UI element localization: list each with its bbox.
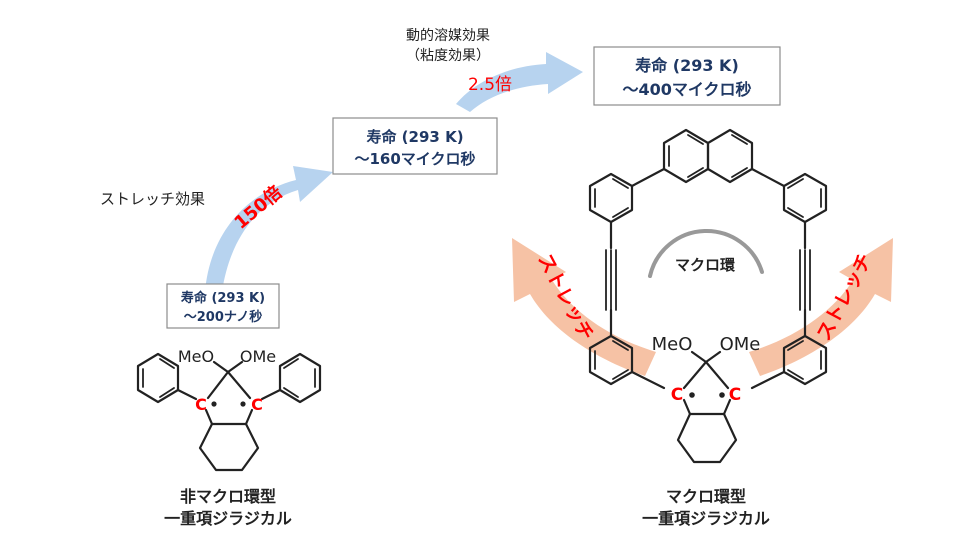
right-caption-line1: マクロ環型 [666,487,746,506]
lifetime-small-line1: 寿命 (293 K) [181,290,265,306]
dynamic-factor: 2.5倍 [468,75,512,95]
upper-right-phenyl [782,172,828,224]
stretch-factor: 150倍 [230,181,287,234]
left-ome-label: OMe [240,347,276,366]
lifetime-large-line1: 寿命 (293 K) [635,56,739,75]
right-molecule: MeO OMe C C [588,128,828,464]
left-radical-c2: C [251,395,263,414]
left-caption-line2: 一重項ジラジカル [164,509,292,528]
lifetime-small-line2: ～200ナノ秒 [184,309,263,325]
lifetime-large-line2: ～400マイクロ秒 [622,80,751,99]
right-radical-dot-2 [719,392,725,398]
macrocycle-label: マクロ環 [675,256,736,274]
lower-left-phenyl [588,334,634,386]
right-radical-c2: C [729,385,741,405]
lower-right-phenyl [782,334,828,386]
upper-left-phenyl [588,172,634,224]
left-radical-dot-2 [240,401,246,407]
lifetime-middle-line2: ～160マイクロ秒 [354,150,475,168]
lifetime-middle-line1: 寿命 (293 K) [366,128,463,146]
viscosity-effect-label: （粘度効果） [406,48,490,64]
left-radical-c1: C [195,395,207,414]
lifetime-box-large: 寿命 (293 K) ～400マイクロ秒 [593,46,781,106]
left-alkyne [605,220,617,338]
right-meo-label: MeO [652,334,693,355]
stretch-effect-arrow [205,166,333,292]
stretch-arrow-right [749,238,893,376]
dynamic-solvent-arrow [456,52,583,112]
left-meo-label: MeO [178,347,214,366]
dynamic-solvent-label: 動的溶媒効果 [406,28,490,44]
right-ome-label: OMe [720,334,761,355]
left-molecule: MeO OMe C C [136,347,322,472]
stretch-effect-label: ストレッチ効果 [100,190,205,208]
macrocycle-arc [648,228,764,278]
left-phenyl-ring [136,352,180,404]
left-caption-line1: 非マクロ環型 [180,487,276,506]
right-alkyne [799,220,811,338]
lifetime-box-small: 寿命 (293 K) ～200ナノ秒 [166,283,280,329]
right-phenyl-ring [278,352,322,404]
naphthalene [662,128,754,184]
right-radical-dot-1 [689,392,695,398]
left-radical-dot-1 [211,401,217,407]
right-radical-c1: C [671,385,683,405]
right-caption-line2: 一重項ジラジカル [642,509,770,528]
lifetime-box-middle: 寿命 (293 K) ～160マイクロ秒 [332,117,498,175]
